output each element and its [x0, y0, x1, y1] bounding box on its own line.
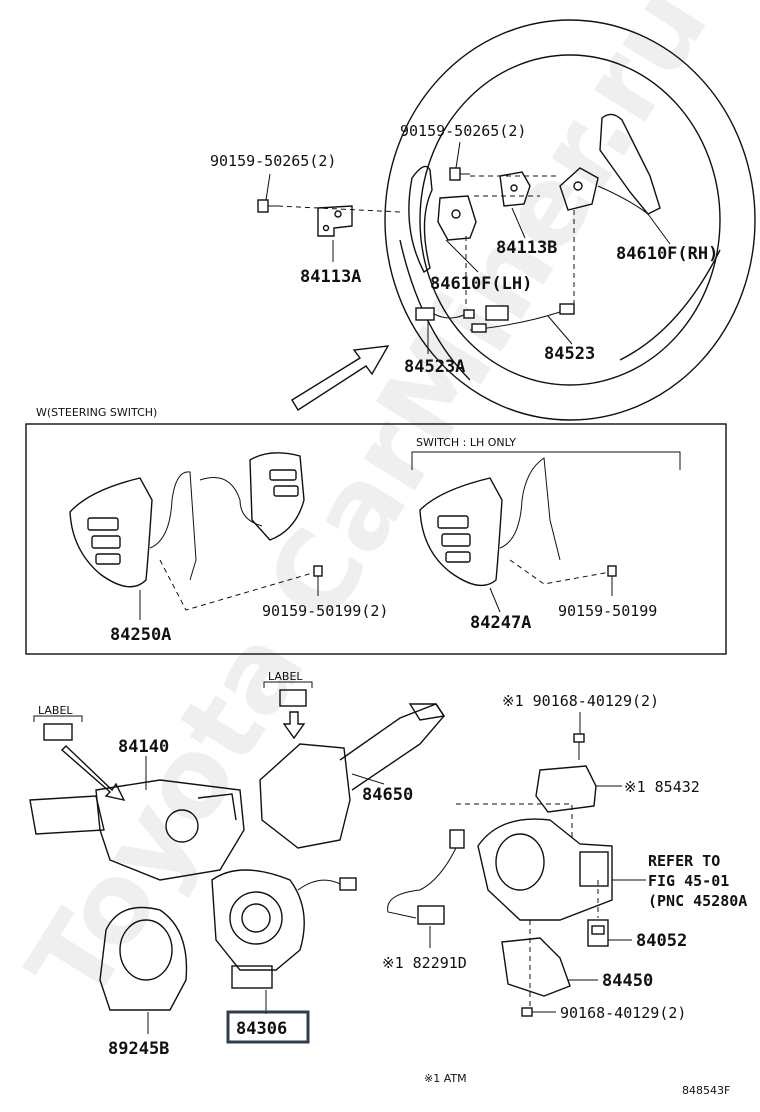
screw-pair-shape: [313, 565, 323, 596]
switch-lh-only-label: SWITCH : LH ONLY: [416, 436, 516, 449]
callout-wiper-switch: 84650: [362, 785, 413, 805]
label-tag-mid: LABEL: [268, 670, 303, 683]
callout-turn-switch: 84140: [118, 737, 169, 757]
highlight-box-spiral-cable: [226, 1010, 310, 1044]
view-arrow: [291, 345, 390, 411]
callout-screw-lh: 90159-50199: [558, 602, 657, 620]
refer-line-3: (PNC 45280A: [648, 892, 747, 910]
label-tag-left-box: [43, 723, 73, 741]
part-84052-shape: [587, 919, 609, 947]
paddle-lh-shape: [408, 165, 477, 274]
callout-lock-part: ※1 85432: [624, 778, 700, 796]
callout-switch-lh: 84247A: [470, 613, 531, 633]
bracket-84113b-shape: [499, 171, 531, 207]
label-tag-left: LABEL: [38, 704, 73, 717]
figure-code: 848543F: [682, 1084, 730, 1097]
part-84450-shape: [501, 937, 571, 997]
sensor-wire-shape: [387, 829, 465, 925]
refer-line-1: REFER TO: [648, 852, 720, 870]
panel-title: W(STEERING SWITCH): [36, 406, 157, 419]
callout-bracket-a: 84113A: [300, 267, 361, 287]
bolt-left-shape: [257, 199, 278, 213]
footnote-atm: ※1 ATM: [424, 1072, 467, 1085]
callout-sensor-wire: ※1 82291D: [382, 954, 467, 972]
callout-84450: 84450: [602, 971, 653, 991]
callout-bracket-b: 84113B: [496, 238, 557, 258]
callout-spiral-cable: 84306: [236, 1019, 287, 1039]
refer-line-2: FIG 45-01: [648, 872, 729, 890]
label-arrow-left: [60, 745, 126, 802]
cover-shape: [99, 906, 188, 1011]
callout-paddle-lh: 84610F(LH): [430, 274, 532, 294]
callout-harness: 84523: [544, 344, 595, 364]
callout-bolt-top-mid: 90159-50265(2): [400, 122, 526, 140]
callout-paddle-rh: 84610F(RH): [616, 244, 718, 264]
callout-harness-a: 84523A: [404, 357, 465, 377]
screw-lh-shape: [607, 565, 617, 596]
switch-lh-shape: [419, 457, 611, 587]
ignition-housing-shape: [477, 818, 613, 921]
callout-switch-pair: 84250A: [110, 625, 171, 645]
callout-bolt-top-left: 90159-50265(2): [210, 152, 336, 170]
callout-cover: 89245B: [108, 1039, 169, 1059]
spiral-cable-shape: [211, 869, 357, 989]
wiper-switch-shape: [259, 703, 446, 849]
bolt-mid-shape: [449, 167, 470, 181]
label-arrow-mid: [282, 711, 306, 740]
watermark-text: Toyota CarMiner.ru: [3, 0, 732, 1024]
steering-switch-panel: [25, 423, 727, 655]
lock-part-shape: [535, 765, 597, 813]
screw-top-shape: [573, 733, 585, 760]
label-tag-mid-box: [279, 689, 307, 707]
callout-screw-pair: 90159-50199(2): [262, 602, 388, 620]
paddle-rh-shape: [559, 113, 661, 215]
callout-84052: 84052: [636, 931, 687, 951]
bracket-84113a-shape: [317, 205, 353, 237]
harness-shape: [415, 303, 575, 333]
turn-switch-shape: [29, 779, 245, 881]
callout-screw-bottom: 90168-40129(2): [560, 1004, 686, 1022]
switch-pair-shape: [69, 452, 317, 611]
screw-bottom-shape: [521, 1007, 533, 1017]
callout-screw-top: ※1 90168-40129(2): [502, 692, 659, 710]
